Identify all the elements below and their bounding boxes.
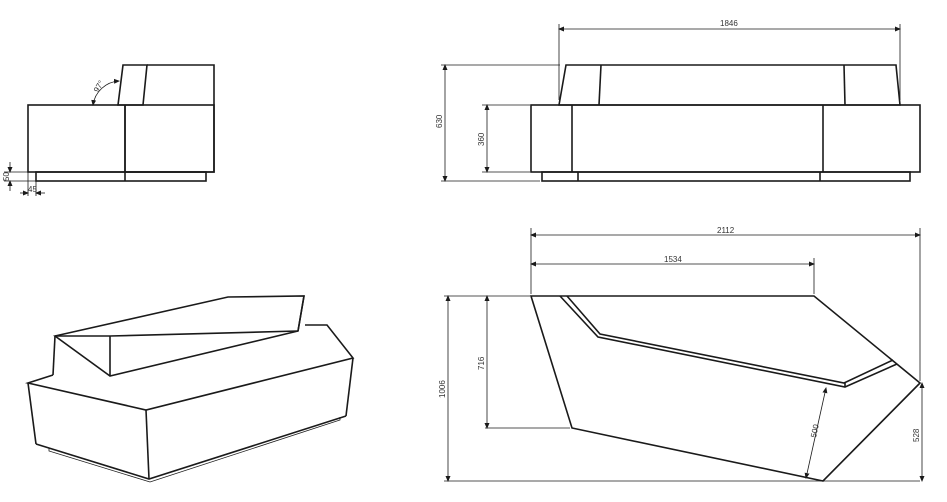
- side-backrest: [117, 64, 148, 106]
- dim-right-depth: 528: [912, 428, 921, 442]
- dim-total-width: 2112: [717, 226, 735, 235]
- dim-back-width: 1534: [664, 255, 682, 264]
- side-plinth: [35, 171, 207, 182]
- dim-seat-depth: 500: [809, 423, 821, 438]
- side-view: 97° 50 45: [2, 64, 215, 196]
- dim-left-depth: 716: [477, 356, 486, 370]
- dim-total-depth: 1006: [438, 380, 447, 398]
- plan-outline: [529, 295, 922, 482]
- side-back-block: [124, 64, 215, 173]
- front-view: 1846 630 360: [435, 19, 921, 182]
- front-backrest: [558, 64, 901, 106]
- dim-base-height: 50: [2, 172, 11, 181]
- perspective-view: [24, 295, 355, 483]
- angle-label: 97°: [92, 79, 106, 94]
- plan-view: 2112 1534 1006 716 528 500: [438, 226, 925, 482]
- dim-base-inset: 45: [28, 185, 37, 194]
- persp-seat-top: [24, 324, 355, 411]
- front-seat: [530, 104, 921, 173]
- side-seat-block: [27, 104, 215, 173]
- dim-seat-height: 360: [477, 132, 486, 146]
- dim-top-width: 1846: [720, 19, 738, 28]
- front-plinth: [541, 171, 911, 182]
- dim-total-height: 630: [435, 114, 444, 128]
